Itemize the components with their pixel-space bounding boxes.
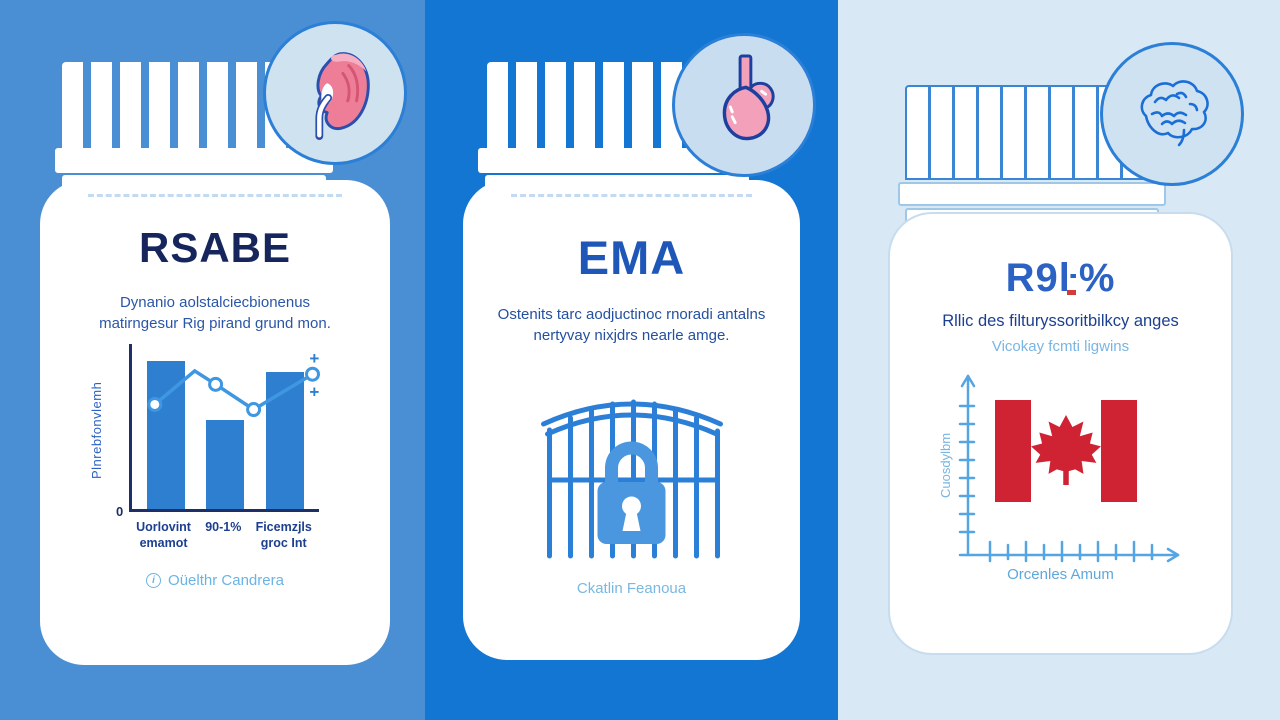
panel-subtitle: Dynanio aolstalciecbionenus matirngesur … xyxy=(99,294,331,332)
medallion-brain xyxy=(1100,42,1244,186)
x-tick-label: Ficemzjls groc Int xyxy=(255,520,312,550)
trend-line-svg: + + + xyxy=(147,349,320,434)
bottle-neck-band xyxy=(898,182,1166,206)
medallion-heart xyxy=(672,33,816,177)
panel-subtitle-line1: Rllic des filturyssoritbilkcy anges xyxy=(942,312,1179,330)
panel-title: EMA xyxy=(577,231,686,284)
flag-chart xyxy=(948,362,1188,572)
kidney-icon xyxy=(315,52,370,141)
plus-mark: + xyxy=(152,415,162,434)
canada-flag-on-axes xyxy=(958,374,1180,563)
bar xyxy=(266,372,305,509)
panel-title: R9ŀ% xyxy=(1005,256,1116,300)
line-marker xyxy=(246,402,262,418)
plus-mark: + xyxy=(309,383,319,402)
panel-footer: Ckatlin Feanoua xyxy=(463,580,800,597)
origin-label: 0 xyxy=(116,504,124,519)
x-labels: Uorlovint emamot 90-1% Ficemzjls groc Int xyxy=(129,520,319,551)
heart-icon xyxy=(722,54,775,141)
bottle-card-r9: R9ŀ% Rllic des filturyssoritbilkcy anges… xyxy=(888,212,1233,655)
line-marker xyxy=(208,376,224,392)
footer-text: Oüelthr Candrera xyxy=(168,572,284,589)
bar-group xyxy=(132,344,319,509)
brain-icon xyxy=(1140,80,1209,147)
chart-plot-area: 0 + + + xyxy=(116,344,320,519)
x-tick-label: 90-1% xyxy=(205,520,242,534)
bottle-card-ema: EMA Ostenits tarc aodjuctinoc rnoradi an… xyxy=(463,180,800,660)
line-marker xyxy=(147,396,163,412)
line-marker xyxy=(305,366,320,382)
plus-mark: + xyxy=(309,349,319,368)
y-axis-label: Plnrebfonvlemh xyxy=(89,381,104,479)
medallion-kidney xyxy=(263,21,407,165)
panel-subtitle-line2: Vicokay fcmti ligwins xyxy=(991,338,1130,355)
footer-text: Ckatlin Feanoua xyxy=(576,580,687,597)
panel-title: RSABE xyxy=(138,224,292,271)
divider xyxy=(511,194,752,197)
panel-footer: i Oüelthr Candrera xyxy=(40,572,390,589)
panel-subtitle: Ostenits tarc aodjuctinoc rnoradi antaln… xyxy=(497,306,766,344)
bottle-card-rsabe: RSABE Dynanio aolstalciecbionenus matirn… xyxy=(40,180,390,665)
bar xyxy=(206,419,245,509)
gate-lock-icon xyxy=(540,399,723,559)
bar-chart: Plnrebfonvlemh 0 + + + Uorlovint emamot 90-… xyxy=(87,342,343,570)
flag-y-axis-label: Cuosdylbm xyxy=(938,432,953,498)
locked-gate-illustration xyxy=(539,372,724,567)
x-tick-label: Uorlovint emamot xyxy=(136,520,191,550)
maple-leaf-icon xyxy=(1031,415,1101,485)
title-red-mark xyxy=(1067,290,1077,295)
bottle-neck-band xyxy=(55,148,333,173)
flag-x-axis-label: Orcenles Amum xyxy=(1007,566,1114,583)
divider xyxy=(88,194,342,197)
info-icon: i xyxy=(146,573,162,588)
